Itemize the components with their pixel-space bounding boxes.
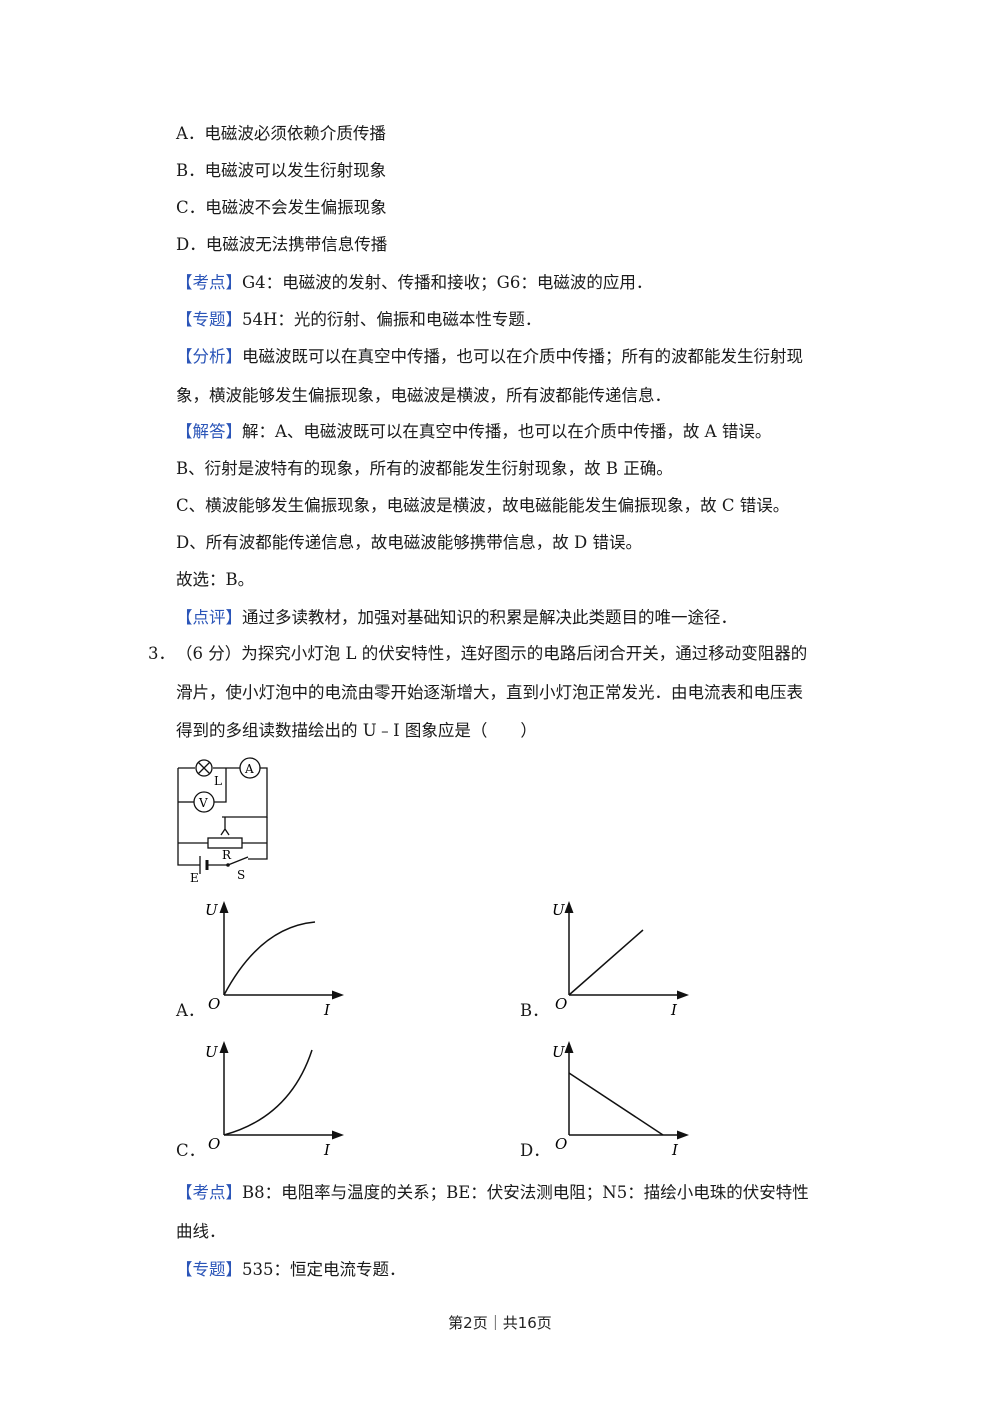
q3-zhuanti-line: 【专题】535：恒定电流专题． <box>176 1259 406 1281</box>
jieda-tag: 【解答】 <box>176 422 242 441</box>
fenxi-text-1: 电磁波既可以在真空中传播，也可以在介质中传播；所有的波都能发生衍射现 <box>242 347 803 366</box>
ammeter-label: A <box>244 762 254 776</box>
page-footer: 第2页｜共16页 <box>448 1314 552 1332</box>
fenxi-text-2: 象，横波能够发生偏振现象，电磁波是横波，所有波都能传递信息． <box>176 386 671 405</box>
q3-kaodian-tag: 【考点】 <box>176 1183 242 1202</box>
graph-b-y-label: U <box>552 901 566 919</box>
graph-c-x-label: I <box>323 1141 331 1159</box>
battery-label: E <box>190 871 199 885</box>
dianping-tag: 【点评】 <box>176 608 242 627</box>
question-3-stem-3: 得到的多组读数描绘出的 U﹣I 图象应是（ ） <box>176 721 537 740</box>
graph-d-x-label: I <box>671 1141 679 1159</box>
q3-kaodian-line: 【考点】B8：电阻率与温度的关系；BE：伏安法测电阻；N5：描绘小电珠的伏安特性 <box>176 1182 809 1204</box>
graph-d-origin: O <box>555 1135 567 1153</box>
jieda-line-c: C、横波能够发生偏振现象，电磁波是横波，故电磁能能发生偏振现象，故 C 错误。 <box>176 496 790 515</box>
zhuanti-line: 【专题】54H：光的衍射、偏振和电磁本性专题． <box>176 309 541 331</box>
graph-b-line <box>568 929 644 996</box>
graph-a: U I O <box>205 901 344 1019</box>
graph-b-x-label: I <box>670 1001 678 1019</box>
graph-b-label: B． <box>520 1001 549 1020</box>
graph-c-y-label: U <box>205 1043 219 1061</box>
graph-d-line <box>568 1072 664 1136</box>
fenxi-tag: 【分析】 <box>176 347 242 366</box>
option-d: D．电磁波无法携带信息传播 <box>176 235 388 254</box>
graph-c-label: C． <box>176 1141 206 1160</box>
jieda-line-b: B、衍射是波特有的现象，所有的波都能发生衍射现象，故 B 正确。 <box>176 459 673 478</box>
q3-zhuanti-tag: 【专题】 <box>176 1260 242 1279</box>
rheostat-label: R <box>222 848 232 862</box>
lamp-label: L <box>214 774 222 788</box>
graph-c-origin: O <box>208 1135 220 1153</box>
dianping-text: 通过多读教材，加强对基础知识的积累是解决此类题目的唯一途径． <box>242 608 737 627</box>
option-b: B．电磁波可以发生衍射现象 <box>176 161 387 180</box>
fenxi-line: 【分析】电磁波既可以在真空中传播，也可以在介质中传播；所有的波都能发生衍射现 <box>176 346 803 368</box>
option-c: C．电磁波不会发生偏振现象 <box>176 198 387 217</box>
graph-c-curve <box>223 1049 313 1136</box>
graph-b-origin: O <box>555 995 567 1013</box>
graph-d-label: D． <box>520 1141 550 1160</box>
graph-b: U I O <box>552 901 689 1019</box>
option-a: A．电磁波必须依赖介质传播 <box>176 124 386 143</box>
q3-kaodian-text-1: B8：电阻率与温度的关系；BE：伏安法测电阻；N5：描绘小电珠的伏安特性 <box>242 1183 809 1202</box>
graph-d-y-label: U <box>552 1043 566 1061</box>
graph-a-label: A． <box>176 1001 205 1020</box>
q3-kaodian-text-2: 曲线． <box>176 1222 226 1241</box>
graph-a-y-label: U <box>205 901 219 919</box>
answer-line: 故选：B。 <box>176 570 255 589</box>
graph-a-x-label: I <box>323 1001 331 1019</box>
graph-a-curve <box>223 921 316 996</box>
kaodian-text: G4：电磁波的发射、传播和接收；G6：电磁波的应用． <box>242 273 653 292</box>
dianping-line: 【点评】通过多读教材，加强对基础知识的积累是解决此类题目的唯一途径． <box>176 607 737 629</box>
question-3-number: 3． <box>148 644 175 663</box>
graph-d: U I O <box>552 1041 689 1159</box>
q3-zhuanti-text: 535：恒定电流专题． <box>242 1260 406 1279</box>
kaodian-tag: 【考点】 <box>176 273 242 292</box>
circuit-diagram: L A V R E S <box>177 757 268 885</box>
zhuanti-tag: 【专题】 <box>176 310 242 329</box>
switch-label: S <box>237 868 245 882</box>
voltmeter-label: V <box>198 796 208 810</box>
jieda-line: 【解答】解：A、电磁波既可以在真空中传播，也可以在介质中传播，故 A 错误。 <box>176 421 771 443</box>
zhuanti-text: 54H：光的衍射、偏振和电磁本性专题． <box>242 310 542 329</box>
jieda-text: 解：A、电磁波既可以在真空中传播，也可以在介质中传播，故 A 错误。 <box>242 422 772 441</box>
graph-a-origin: O <box>208 995 220 1013</box>
graph-c: U I O <box>205 1041 344 1159</box>
jieda-line-d: D、所有波都能传递信息，故电磁波能够携带信息，故 D 错误。 <box>176 533 642 552</box>
question-3-stem-2: 滑片，使小灯泡中的电流由零开始逐渐增大，直到小灯泡正常发光．由电流表和电压表 <box>176 683 803 702</box>
kaodian-line: 【考点】G4：电磁波的发射、传播和接收；G6：电磁波的应用． <box>176 272 652 294</box>
question-3-stem-1: （6 分）为探究小灯泡 L 的伏安特性，连好图示的电路后闭合开关，通过移动变阻器… <box>176 644 808 663</box>
